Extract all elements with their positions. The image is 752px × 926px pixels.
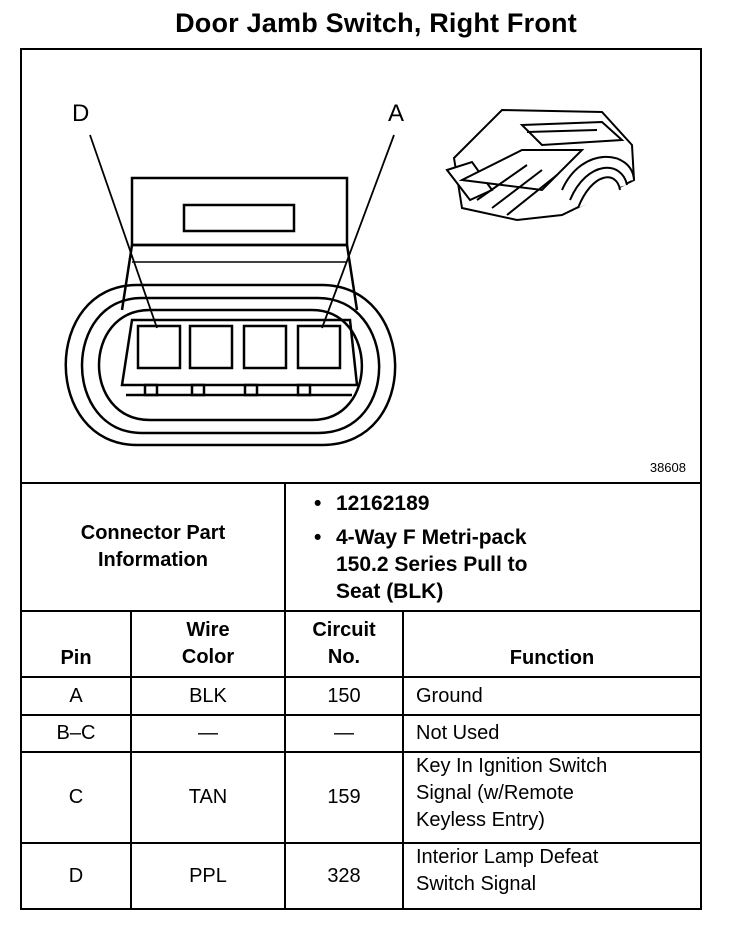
row-a-function: Ground [416, 684, 483, 707]
connector-info-label-line1: Connector Part [80, 522, 226, 544]
row-bc-wire: — [198, 722, 218, 744]
row-bc-function: Not Used [416, 722, 500, 744]
row-c-circuit: 159 [327, 786, 361, 808]
divider-row-bc [22, 751, 700, 753]
connector-document: D A 38608 Connector Part Information 121… [20, 48, 702, 910]
header-function: Function [509, 647, 595, 669]
divider-header [22, 676, 700, 678]
row-bc-circuit: — [334, 722, 354, 744]
leader-line-a [321, 134, 395, 329]
divider-row-a [22, 714, 700, 716]
row-d-function: Interior Lamp Defeat Switch Signal [416, 846, 599, 895]
connector-info-label-line2: Information [98, 549, 208, 571]
pin-label-d: D [72, 100, 90, 127]
divider-pin-column [130, 610, 132, 908]
row-a-circuit: 150 [327, 684, 361, 707]
header-circuit-no: Circuit No. [312, 619, 376, 668]
connector-face [64, 176, 397, 447]
divider-connector-info [22, 610, 700, 612]
pin-label-a: A [388, 100, 405, 127]
leader-line-d [89, 134, 158, 329]
divider-info-column [284, 482, 286, 612]
connector-info-list: 12162189 4-Way F Metri-pack 150.2 Series… [308, 490, 527, 612]
divider-wire-column [284, 610, 286, 908]
connector-description: 4-Way F Metri-pack 150.2 Series Pull to … [308, 524, 527, 605]
divider-row-c [22, 842, 700, 844]
row-bc-pin: B–C [56, 722, 96, 744]
row-a-wire: BLK [189, 684, 227, 707]
row-c-wire: TAN [188, 786, 228, 808]
divider-figure [22, 482, 700, 484]
connector-figure: D A 38608 [22, 50, 700, 482]
connector-perspective-sketch [445, 108, 636, 222]
row-c-pin: C [68, 786, 84, 808]
header-wire-color: Wire Color [181, 619, 235, 668]
row-c-function: Key In Ignition Switch Signal (w/Remote … [416, 755, 608, 831]
connector-drawing [64, 108, 636, 447]
header-pin: Pin [60, 647, 92, 669]
row-d-wire: PPL [189, 864, 227, 887]
row-d-pin: D [68, 864, 84, 887]
row-d-circuit: 328 [327, 864, 361, 887]
figure-number: 38608 [649, 460, 686, 475]
connector-info-label: Connector Part Information [22, 484, 284, 610]
connector-part-number: 12162189 [308, 490, 527, 517]
row-a-pin: A [69, 684, 83, 707]
page-title: Door Jamb Switch, Right Front [175, 8, 577, 38]
divider-circuit-column [402, 610, 404, 908]
